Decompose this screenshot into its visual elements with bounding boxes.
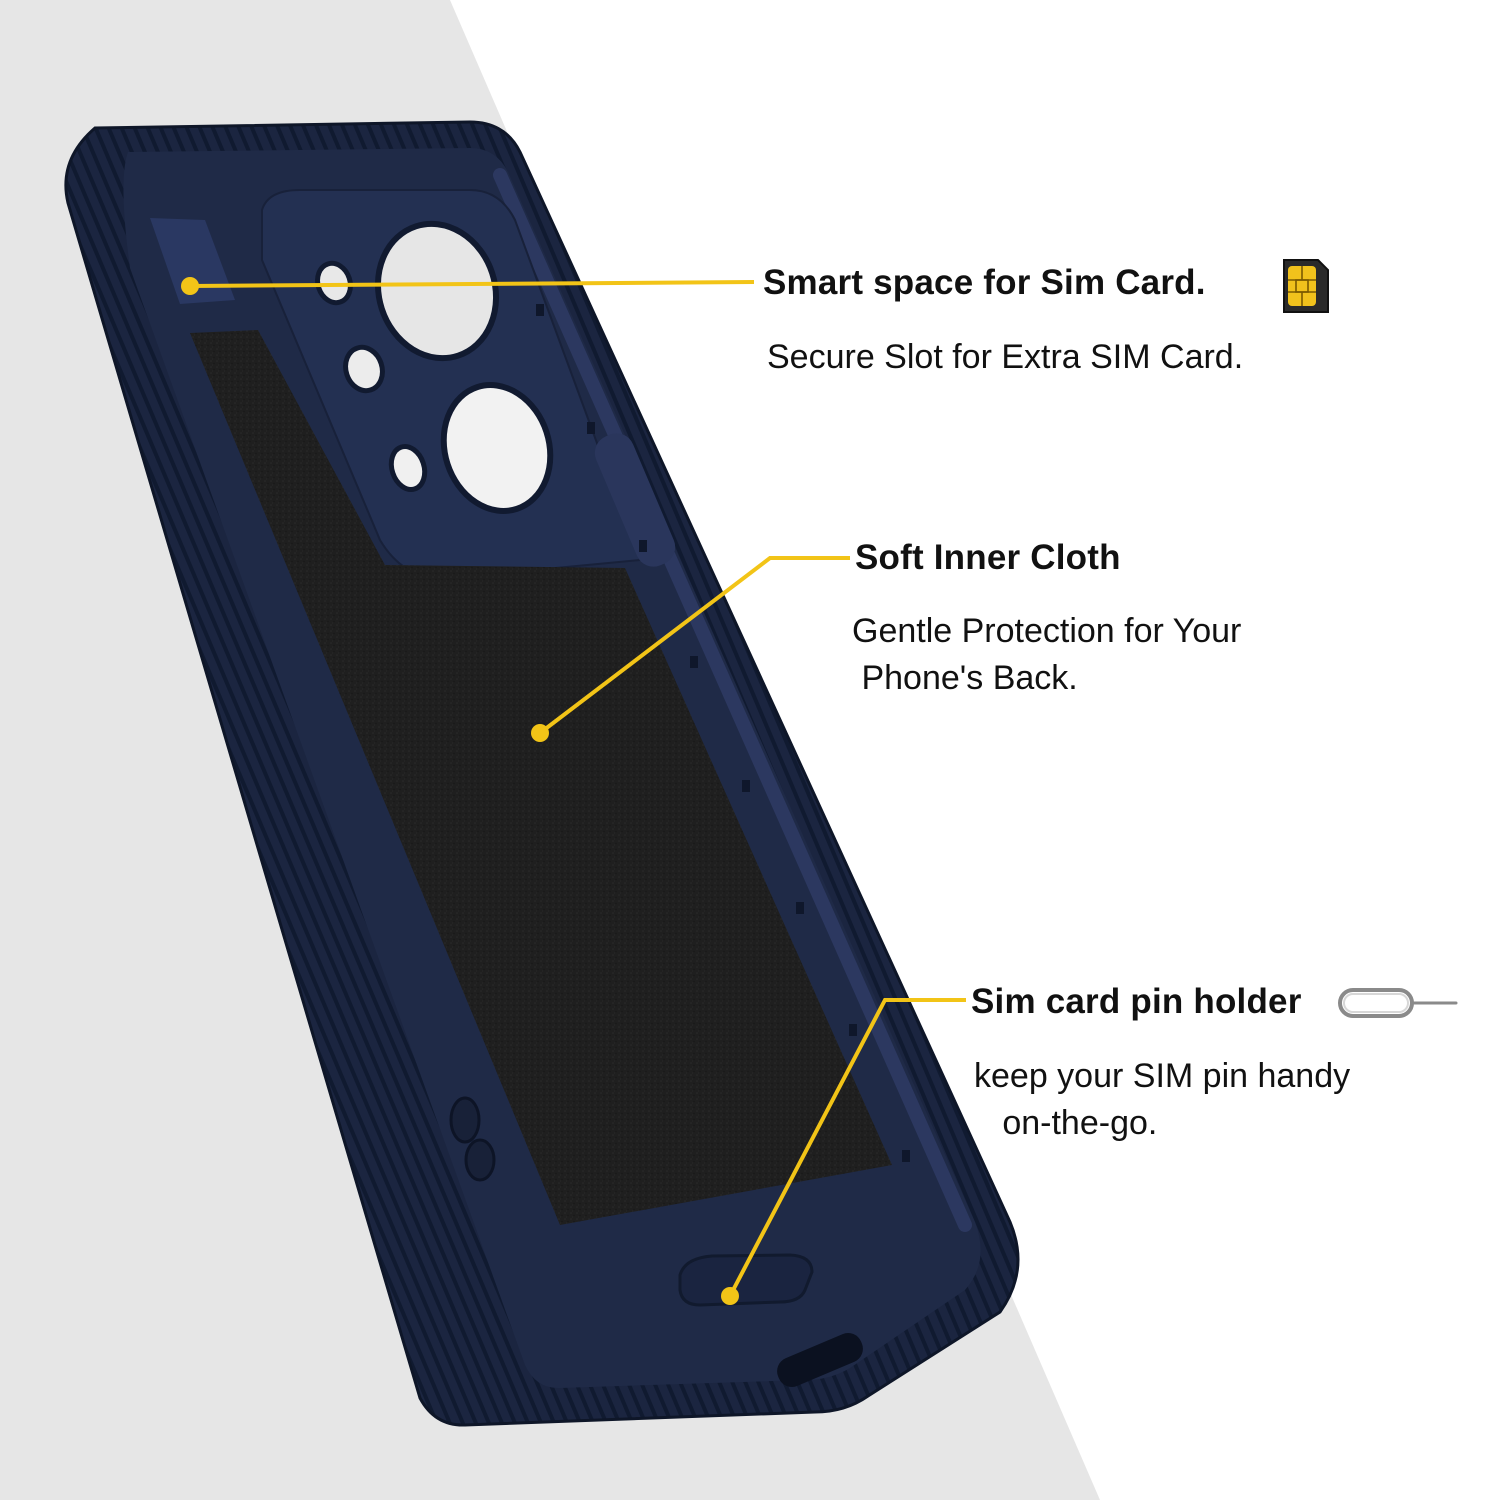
callout-lines: [189, 280, 966, 1297]
phone-case: [64, 120, 1020, 1427]
inner-cloth-description: Gentle Protection for Your Phone's Back.: [852, 612, 1242, 697]
sim-eject-pin-icon: [1338, 988, 1458, 1018]
soft-inner-cloth: [190, 330, 892, 1225]
pin-holder-slot: [678, 1253, 814, 1307]
case-inner-rim: [493, 168, 972, 1232]
left-edge-buttons: [449, 1096, 496, 1182]
callout-dots: [181, 277, 739, 1305]
sim-space-leader: [189, 280, 755, 288]
bottom-port: [777, 1332, 863, 1388]
inner-cloth-title: Soft Inner Cloth: [855, 538, 1121, 577]
background-white-diagonal: [450, 0, 1500, 1500]
pin-holder-title: Sim card pin holder: [971, 982, 1302, 1021]
side-button-cutout: [594, 433, 676, 567]
pin-holder-description: keep your SIM pin handy on-the-go.: [974, 1057, 1351, 1142]
grip-nubs: [536, 304, 910, 1162]
sim-slot-recess: [150, 218, 235, 304]
sim-card-icon: [1283, 259, 1329, 313]
sim-space-description: Secure Slot for Extra SIM Card.: [767, 338, 1244, 376]
pin-holder-leader: [728, 998, 966, 1297]
camera-holes: [315, 220, 554, 514]
sim-space-title: Smart space for Sim Card.: [763, 263, 1206, 302]
inner-cloth-leader: [538, 556, 850, 735]
